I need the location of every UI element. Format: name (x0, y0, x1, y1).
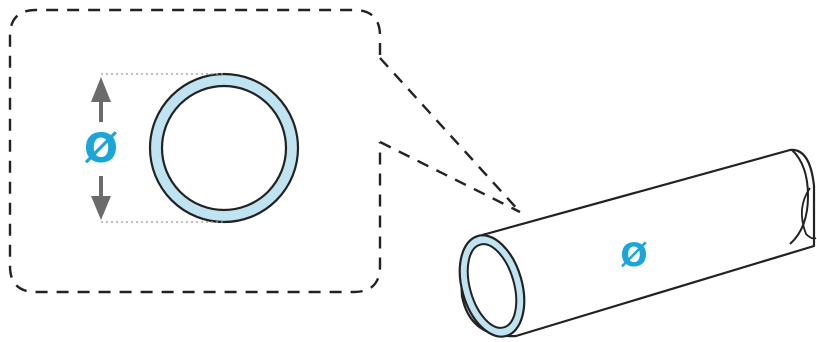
tube-near-end-inner (466, 243, 518, 329)
tube-far-end-edge (800, 187, 817, 240)
diameter-symbol-callout: Ø (84, 126, 118, 172)
cross-section (148, 72, 300, 224)
arrow-shaft-top (99, 100, 103, 122)
ring-inner (160, 84, 288, 212)
callout-pointer-upper (379, 57, 521, 213)
dimension-arrow-down-icon (91, 196, 111, 220)
callout-box (8, 8, 521, 294)
dimension-guides (101, 73, 224, 223)
tube (458, 148, 817, 338)
callout-outline (8, 8, 382, 294)
callout-pointer-lower (379, 140, 521, 214)
dimension-arrow-up-icon (91, 77, 111, 102)
tube-far-end (789, 149, 810, 245)
arrow-shaft-bottom (99, 176, 103, 198)
diameter-symbol-tube: Ø (620, 236, 647, 274)
dimension-arrows (91, 77, 111, 220)
